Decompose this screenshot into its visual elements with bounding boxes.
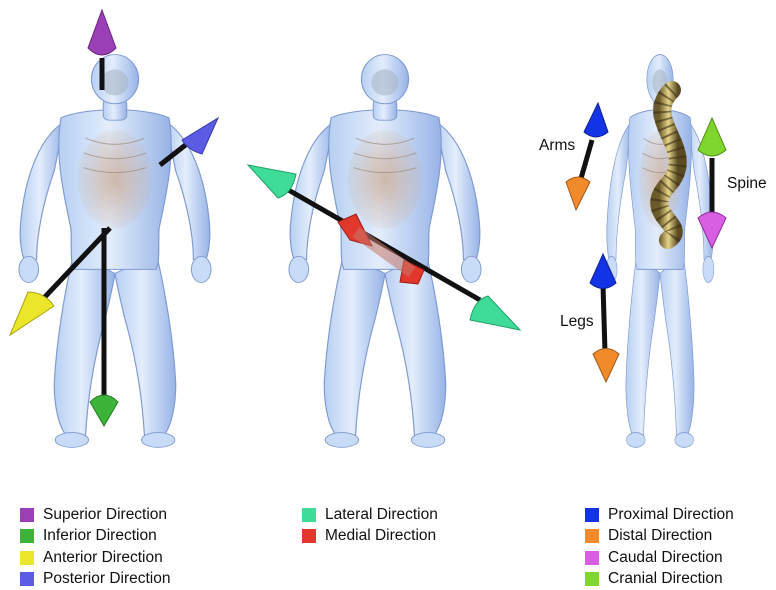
- figure-right: [566, 55, 726, 448]
- legend-label: Proximal Direction: [608, 506, 734, 524]
- figure-left: [10, 10, 218, 447]
- caudal-swatch: [585, 551, 599, 565]
- arms-proximal-arrow: [584, 103, 608, 137]
- lateral-swatch: [302, 508, 316, 522]
- caudal-arrow: [698, 212, 726, 248]
- figure-middle: [248, 55, 520, 448]
- legend-item-anterior: Anterior Direction: [20, 547, 171, 569]
- legend-item-caudal: Caudal Direction: [585, 547, 734, 569]
- medial-swatch: [302, 529, 316, 543]
- posterior-swatch: [20, 572, 34, 586]
- cranial-arrow: [698, 118, 726, 156]
- legend-label: Cranial Direction: [608, 570, 723, 588]
- legend-item-proximal: Proximal Direction: [585, 504, 734, 526]
- legend-column-1: Superior Direction Inferior Direction An…: [20, 504, 171, 590]
- legend-label: Distal Direction: [608, 527, 712, 545]
- legend-label: Inferior Direction: [43, 527, 157, 545]
- legend-label: Superior Direction: [43, 506, 167, 524]
- legend-item-posterior: Posterior Direction: [20, 569, 171, 590]
- distal-swatch: [585, 529, 599, 543]
- inferior-arrow: [90, 395, 118, 426]
- arms-label: Arms: [539, 137, 575, 155]
- legend-label: Anterior Direction: [43, 549, 163, 567]
- anterior-swatch: [20, 551, 34, 565]
- legend-column-2: Lateral Direction Medial Direction: [302, 504, 438, 547]
- legend-item-distal: Distal Direction: [585, 526, 734, 548]
- legend-item-medial: Medial Direction: [302, 526, 438, 548]
- anterior-arrow: [10, 292, 54, 335]
- legend-label: Lateral Direction: [325, 506, 438, 524]
- legend-label: Medial Direction: [325, 527, 436, 545]
- superior-swatch: [20, 508, 34, 522]
- arms-distal-arrow: [566, 177, 590, 210]
- legend-column-3: Proximal Direction Distal Direction Caud…: [585, 504, 734, 590]
- superior-arrow: [88, 10, 116, 55]
- legend-item-superior: Superior Direction: [20, 504, 171, 526]
- proximal-swatch: [585, 508, 599, 522]
- spine-label: Spine: [727, 175, 767, 193]
- legend-label: Caudal Direction: [608, 549, 723, 567]
- legend-item-cranial: Cranial Direction: [585, 569, 734, 590]
- legs-distal-arrow: [593, 349, 619, 383]
- cranial-swatch: [585, 572, 599, 586]
- legend-item-lateral: Lateral Direction: [302, 504, 438, 526]
- legend-item-inferior: Inferior Direction: [20, 526, 171, 548]
- inferior-swatch: [20, 529, 34, 543]
- legs-label: Legs: [560, 313, 594, 331]
- legend-label: Posterior Direction: [43, 570, 171, 588]
